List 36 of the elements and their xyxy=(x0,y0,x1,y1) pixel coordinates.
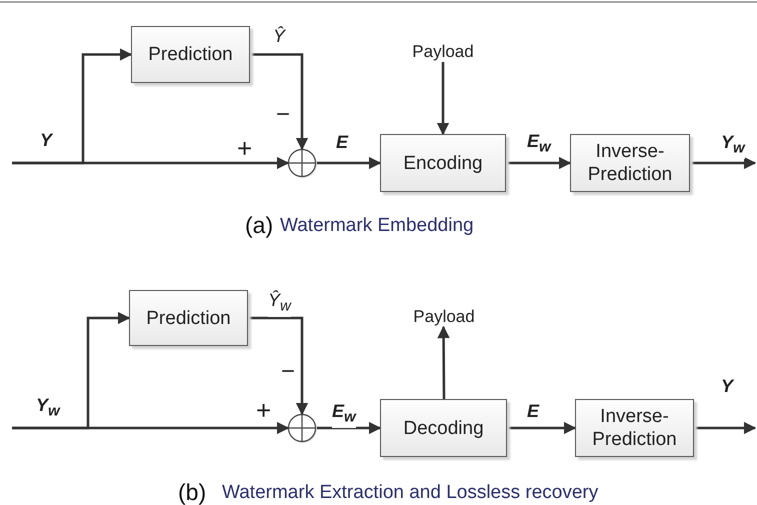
process-box xyxy=(129,290,248,346)
sign-label: + xyxy=(237,136,252,160)
process-box xyxy=(570,134,690,192)
box-label: Decoding xyxy=(403,416,484,440)
box-label: Encoding xyxy=(403,152,483,174)
arrow xyxy=(12,422,290,434)
caption: Watermark Embedding xyxy=(280,214,474,238)
arrow xyxy=(12,156,290,170)
sign-label: + xyxy=(256,398,272,422)
summing-junction xyxy=(288,149,316,177)
signal-label: Payload xyxy=(408,42,478,62)
arrow xyxy=(690,156,756,170)
process-box xyxy=(380,134,506,192)
sign-label: − xyxy=(281,360,296,384)
arrow xyxy=(316,422,382,434)
process-box xyxy=(575,399,694,457)
arrow xyxy=(248,316,308,416)
box-label: Prediction xyxy=(146,306,231,330)
summing-junction xyxy=(288,414,316,442)
process-box xyxy=(131,26,250,83)
arrow xyxy=(506,156,572,170)
sign-label: − xyxy=(276,103,290,127)
caption-label: (a) xyxy=(245,213,274,237)
box-label: Inverse- Prediction xyxy=(586,140,674,186)
arrow xyxy=(436,62,450,136)
box-label: Prediction xyxy=(148,43,233,66)
arrow xyxy=(250,53,308,150)
arrow xyxy=(316,156,382,170)
arrow xyxy=(507,422,576,434)
caption-label: (b) xyxy=(178,480,206,504)
box-label: Inverse- Prediction xyxy=(591,405,678,451)
process-box xyxy=(380,399,507,457)
signal-label: Payload xyxy=(409,307,479,327)
arrow xyxy=(437,326,450,399)
arrow xyxy=(694,422,756,434)
caption: Watermark Extraction and Lossless recovery xyxy=(222,481,598,505)
